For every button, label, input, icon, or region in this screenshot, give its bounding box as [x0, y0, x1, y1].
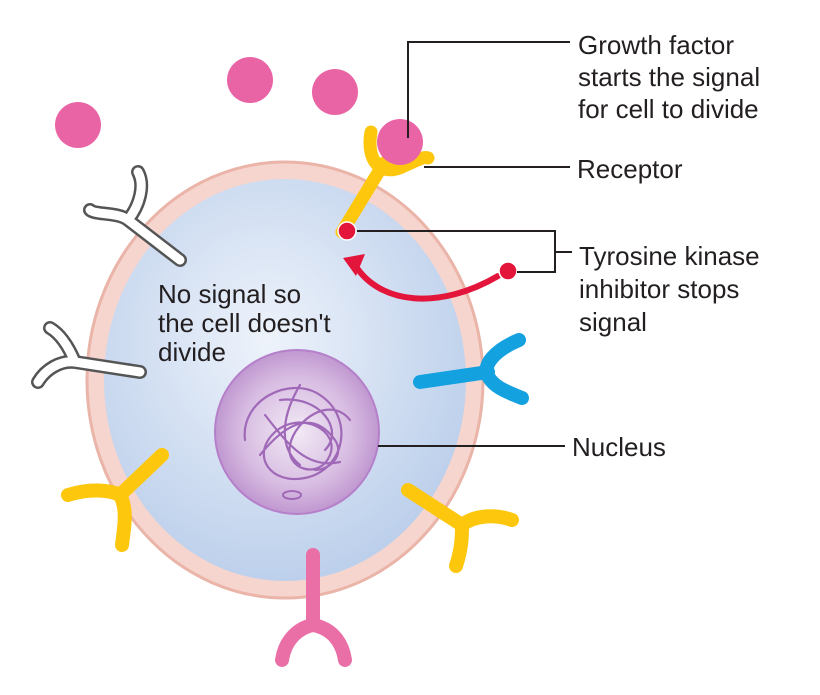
leader-growth-factor — [407, 41, 570, 138]
label-receptor: Receptor — [577, 154, 683, 184]
label-receptor-line: Receptor — [577, 154, 683, 184]
chromatin-loop — [282, 490, 302, 500]
growth-factor-bound — [377, 119, 423, 165]
nucleus — [214, 349, 380, 515]
label-no-signal-line: the cell doesn't — [158, 308, 331, 338]
label-growth-factor-line: starts the signal — [578, 62, 760, 92]
growth-factor-molecule — [55, 102, 101, 148]
growth-factor-molecule — [312, 69, 358, 115]
receptor-blue — [413, 333, 529, 405]
kinase-site — [337, 221, 357, 241]
receptor-pink — [275, 548, 352, 667]
growth-factors — [55, 57, 358, 148]
label-no-signal-line: No signal so — [158, 279, 301, 309]
leader-tki — [357, 230, 572, 273]
label-growth-factor-line: Growth factor — [578, 30, 734, 60]
label-growth-factor-line: for cell to divide — [578, 94, 759, 124]
receptor-bound — [335, 119, 435, 239]
receptor-yellow — [61, 448, 169, 552]
inhibitor-arrowhead — [343, 254, 365, 276]
receptor-inactive — [83, 165, 187, 267]
label-nucleus-line: Nucleus — [572, 432, 666, 462]
label-no-signal-line: divide — [158, 337, 226, 367]
inhibitor-arrow — [352, 262, 501, 302]
chromatin — [243, 383, 352, 481]
receptor-inactive — [31, 321, 147, 389]
label-tyrosine-kinase-inhibitor-line: signal — [579, 307, 647, 337]
label-nucleus: Nucleus — [572, 432, 666, 462]
label-tyrosine-kinase-inhibitor-line: inhibitor stops — [579, 274, 739, 304]
receptor-yellow — [401, 483, 519, 573]
receptors — [31, 119, 529, 667]
tyrosine-kinase-inhibitor — [337, 221, 518, 302]
cell — [85, 160, 485, 600]
leader-lines — [357, 41, 572, 447]
label-tyrosine-kinase-inhibitor-line: Tyrosine kinase — [579, 241, 760, 271]
growth-factor-molecule — [227, 57, 273, 103]
inhibitor-molecule — [498, 261, 518, 281]
